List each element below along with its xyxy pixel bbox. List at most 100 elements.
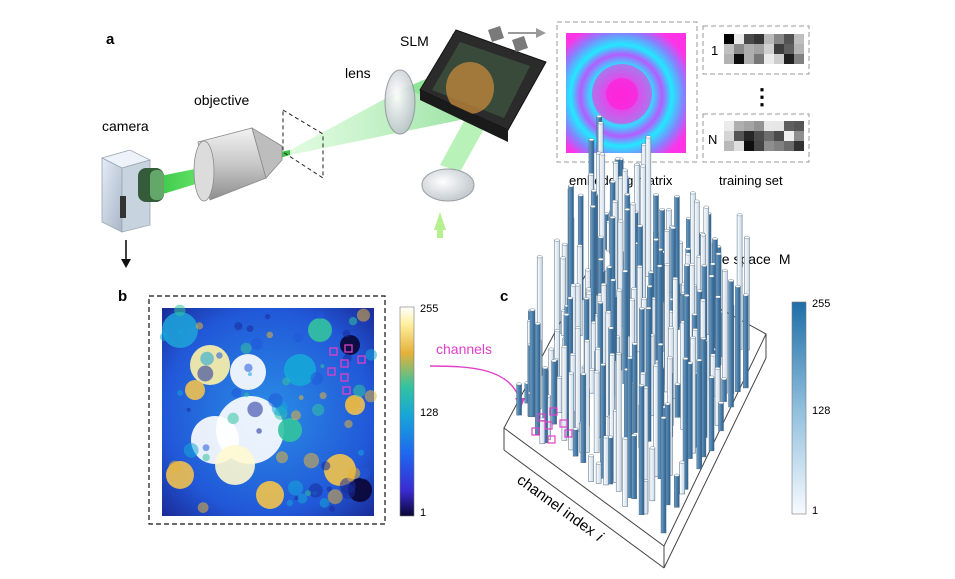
feature-bar-top (570, 352, 576, 356)
speckle-grain (282, 377, 291, 386)
speckle-grain (246, 325, 254, 333)
speckle-grain (183, 442, 199, 458)
training-cell (764, 141, 774, 151)
feature-bar-top (568, 371, 574, 375)
speckle-spot (215, 445, 255, 485)
training-cell (734, 54, 744, 64)
feature-bar (660, 417, 667, 534)
feature-bar (631, 434, 637, 500)
slm-device (419, 26, 547, 142)
training-cell (764, 121, 774, 131)
feature-bar-top (624, 193, 631, 196)
feature-bar-top (556, 376, 563, 379)
speckle-grain (320, 364, 325, 369)
feature-bar-top (567, 296, 573, 300)
feature-bar-top (610, 278, 616, 282)
feature-bar-top (516, 382, 522, 386)
training-cell (724, 34, 734, 44)
training-cell (754, 44, 764, 54)
training-sample-last (724, 121, 804, 151)
feature-bar-top (551, 359, 557, 363)
training-cell (744, 44, 754, 54)
feature-bar (603, 436, 609, 486)
feature-bar-top (622, 436, 628, 440)
feature-bar-top (609, 180, 616, 183)
training-cell (744, 141, 754, 151)
feature-bar (554, 239, 560, 341)
feature-bar-top (596, 114, 602, 118)
training-cell (784, 54, 794, 64)
feature-bar-top (694, 199, 700, 203)
speckle-grain (288, 480, 304, 496)
channel-box (340, 359, 349, 368)
feature-bar-top (659, 208, 665, 211)
training-cell (794, 34, 804, 44)
feature-bar-top (648, 270, 654, 274)
speckle-grain (308, 483, 323, 498)
colorbar-c-min: 1 (812, 505, 818, 517)
feature-bar-top (674, 473, 680, 477)
speckle-grain (348, 317, 358, 326)
lens-label: lens (345, 65, 371, 81)
feature-bar-top (637, 224, 643, 228)
feature-bar-top (735, 284, 741, 288)
training-cell (724, 131, 734, 141)
training-cell (744, 54, 754, 64)
feature-bar-top (645, 306, 652, 310)
feature-bar-top (563, 313, 570, 316)
feature-bar-top (640, 371, 646, 375)
training-cell (734, 44, 744, 54)
channel-box (344, 344, 353, 353)
channel-box-3d (531, 427, 540, 436)
channel-box (340, 373, 349, 382)
feature-bar-top (721, 377, 727, 381)
colorbar-b-min: 1 (420, 507, 426, 519)
training-row-first-label: 1 (711, 43, 718, 58)
feature-bar-top (585, 268, 591, 272)
speckle-grain (344, 419, 353, 429)
speckle-grain (305, 490, 312, 497)
feature-bar-top (685, 252, 691, 256)
feature-bar-top (603, 435, 609, 439)
feature-bar-top (674, 195, 680, 198)
speckle-grain (250, 337, 263, 350)
feature-bar-top (700, 233, 706, 237)
feature-bar-top (664, 402, 671, 406)
feature-bar-top (653, 193, 659, 197)
speckle-grain (346, 473, 355, 482)
feature-bar-top (631, 287, 637, 290)
speckle-grain (319, 392, 327, 400)
feature-bar-top (535, 322, 541, 326)
training-cell (794, 141, 804, 151)
speckle-grain (326, 486, 332, 492)
speckle-grain (202, 444, 210, 452)
feature-bar-top (590, 205, 596, 208)
feature-bar-top (612, 199, 618, 203)
panel-c-letter: c (500, 288, 508, 305)
training-cell (744, 121, 754, 131)
feature-bar-top (710, 262, 716, 266)
speckle-grain (310, 371, 324, 385)
feature-bar-top (667, 356, 673, 360)
panel-a: a camera objective lens SLM (100, 21, 810, 268)
feature-bar (622, 437, 628, 507)
feature-bar (575, 327, 581, 432)
feature-bar-top (588, 454, 594, 458)
feature-bar-top (605, 310, 612, 314)
feature-bar-top (627, 356, 633, 360)
speckle-grain (316, 311, 324, 320)
feature-bar-top (668, 326, 674, 330)
feature-bar-top (703, 205, 709, 209)
embedding-matrix (556, 21, 698, 163)
speckle-grain (200, 351, 214, 366)
feature-bar (674, 383, 681, 418)
slm-output-arrow (508, 28, 546, 38)
feature-bar-top (542, 366, 548, 370)
feature-bar-top (685, 247, 691, 251)
feature-bar-top (622, 168, 628, 172)
speckle-grain (266, 331, 274, 339)
channel-box-3d (549, 407, 558, 416)
objective-device (193, 127, 283, 202)
feature-bar (580, 373, 587, 463)
